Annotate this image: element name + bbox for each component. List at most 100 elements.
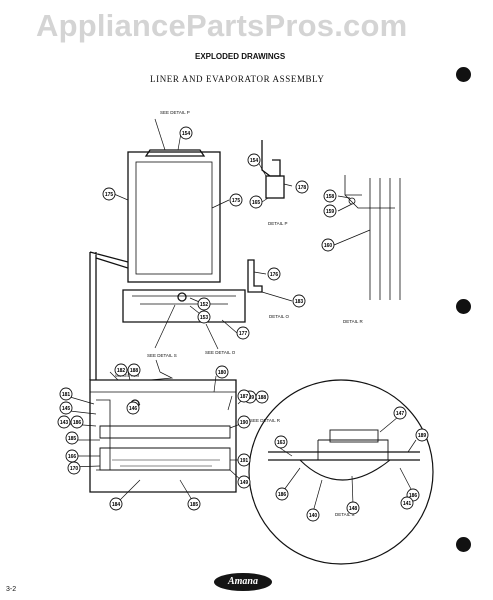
- svg-text:181: 181: [62, 392, 71, 398]
- callout-detail-p: DETAIL P: [268, 221, 288, 226]
- svg-text:190: 190: [240, 420, 249, 426]
- leader-lines: [113, 118, 238, 350]
- callout-marked-item: MARKED ITEM: [115, 374, 139, 378]
- part-number-bubble: 186: [70, 415, 84, 429]
- part-number-bubble: 141: [400, 496, 414, 510]
- svg-text:147: 147: [396, 411, 405, 417]
- part-number-bubble: 190: [237, 415, 251, 429]
- brand-logo: Amana: [214, 573, 272, 591]
- callout-detail-o: DETAIL O: [269, 314, 290, 319]
- svg-text:163: 163: [277, 440, 286, 446]
- svg-text:186: 186: [409, 493, 418, 499]
- part-number-bubble: 159: [323, 204, 337, 218]
- part-number-bubble: 148: [346, 501, 360, 515]
- svg-text:149: 149: [240, 480, 249, 486]
- svg-text:146: 146: [129, 406, 138, 412]
- part-number-bubble: 166: [65, 449, 79, 463]
- svg-text:148: 148: [349, 506, 358, 512]
- part-number-bubble: 187: [237, 389, 251, 403]
- page-number: 3-2: [6, 586, 17, 593]
- part-number-bubble: 165: [249, 195, 263, 209]
- svg-text:178: 178: [298, 185, 307, 191]
- svg-text:143: 143: [60, 420, 69, 426]
- section-heading: EXPLODED DRAWINGS: [195, 52, 286, 61]
- svg-text:159: 159: [326, 209, 335, 215]
- detail-r-drawing: [333, 175, 401, 300]
- svg-text:158: 158: [326, 194, 335, 200]
- svg-text:184: 184: [112, 502, 121, 508]
- part-number-bubble: 188: [127, 363, 141, 377]
- svg-text:141: 141: [403, 501, 412, 507]
- part-number-bubble: 149: [237, 475, 251, 489]
- part-number-bubble: 160: [321, 238, 335, 252]
- detail-s-drawing: [268, 416, 420, 513]
- part-number-bubble: 185: [187, 497, 201, 511]
- svg-text:188: 188: [130, 368, 139, 374]
- callout-see-detail-r: SEE DETAIL R: [250, 418, 281, 423]
- part-number-bubble: 182: [114, 363, 128, 377]
- svg-text:188: 188: [258, 395, 267, 401]
- diagram-title: LINER AND EVAPORATOR ASSEMBLY: [150, 74, 325, 84]
- callout-see-detail-o: SEE DETAIL O: [205, 350, 236, 355]
- part-number-bubble: 158: [323, 189, 337, 203]
- part-numbers: 154 175 175 154 165 178 158 159 160 176 …: [57, 126, 429, 522]
- svg-text:176: 176: [270, 272, 279, 278]
- detail-o-drawing: [247, 259, 293, 302]
- binder-hole-icon: [456, 537, 471, 552]
- part-number-bubble: 152: [197, 297, 211, 311]
- svg-text:185: 185: [190, 502, 199, 508]
- detail-s-circle: [248, 379, 434, 565]
- svg-text:183: 183: [295, 299, 304, 305]
- svg-text:187: 187: [240, 394, 249, 400]
- svg-text:175: 175: [232, 198, 241, 204]
- svg-text:140: 140: [309, 513, 318, 519]
- part-number-bubble: 147: [393, 406, 407, 420]
- part-number-bubble: 183: [292, 294, 306, 308]
- detail-p-drawing: [257, 140, 293, 203]
- svg-text:186: 186: [278, 492, 287, 498]
- svg-text:186: 186: [73, 420, 82, 426]
- part-number-bubble: 184: [109, 497, 123, 511]
- svg-text:185: 185: [68, 436, 77, 442]
- svg-text:154: 154: [250, 158, 259, 164]
- upper-liner-drawing: [89, 149, 246, 380]
- part-number-bubble: 175: [229, 193, 243, 207]
- svg-text:166: 166: [68, 454, 77, 460]
- watermark: AppliancePartsPros.com: [36, 8, 408, 43]
- part-number-bubble: 170: [67, 461, 81, 475]
- part-number-bubble: 175: [102, 187, 116, 201]
- svg-text:145: 145: [62, 406, 71, 412]
- callout-see-detail-p: SEE DETAIL P: [160, 110, 190, 115]
- svg-text:170: 170: [70, 466, 79, 472]
- svg-text:191: 191: [240, 458, 249, 464]
- binder-hole-icon: [456, 67, 471, 82]
- part-number-bubble: 140: [306, 508, 320, 522]
- svg-text:177: 177: [239, 331, 248, 337]
- part-number-bubble: 154: [179, 126, 193, 140]
- svg-text:165: 165: [252, 200, 261, 206]
- svg-text:154: 154: [182, 131, 191, 137]
- svg-text:189: 189: [418, 433, 427, 439]
- part-number-bubble: 163: [274, 435, 288, 449]
- svg-text:180: 180: [218, 370, 227, 376]
- part-number-bubble: 146: [126, 401, 140, 415]
- part-number-bubble: 176: [267, 267, 281, 281]
- callout-detail-r: DETAIL R: [343, 319, 364, 324]
- binder-hole-icon: [456, 299, 471, 314]
- part-number-bubble: 181: [59, 387, 73, 401]
- svg-text:175: 175: [105, 192, 114, 198]
- svg-text:160: 160: [324, 243, 333, 249]
- part-number-bubble: 153: [197, 310, 211, 324]
- part-number-bubble: 185: [65, 431, 79, 445]
- part-number-bubble: 189: [415, 428, 429, 442]
- part-number-bubble: 186: [275, 487, 289, 501]
- part-number-bubble: 191: [237, 453, 251, 467]
- part-number-bubble: 188: [255, 390, 269, 404]
- part-number-bubble: 178: [295, 180, 309, 194]
- svg-text:153: 153: [200, 315, 209, 321]
- part-number-bubble: 180: [215, 365, 229, 379]
- svg-text:152: 152: [200, 302, 209, 308]
- callout-see-detail-s: SEE DETAIL S: [147, 353, 177, 358]
